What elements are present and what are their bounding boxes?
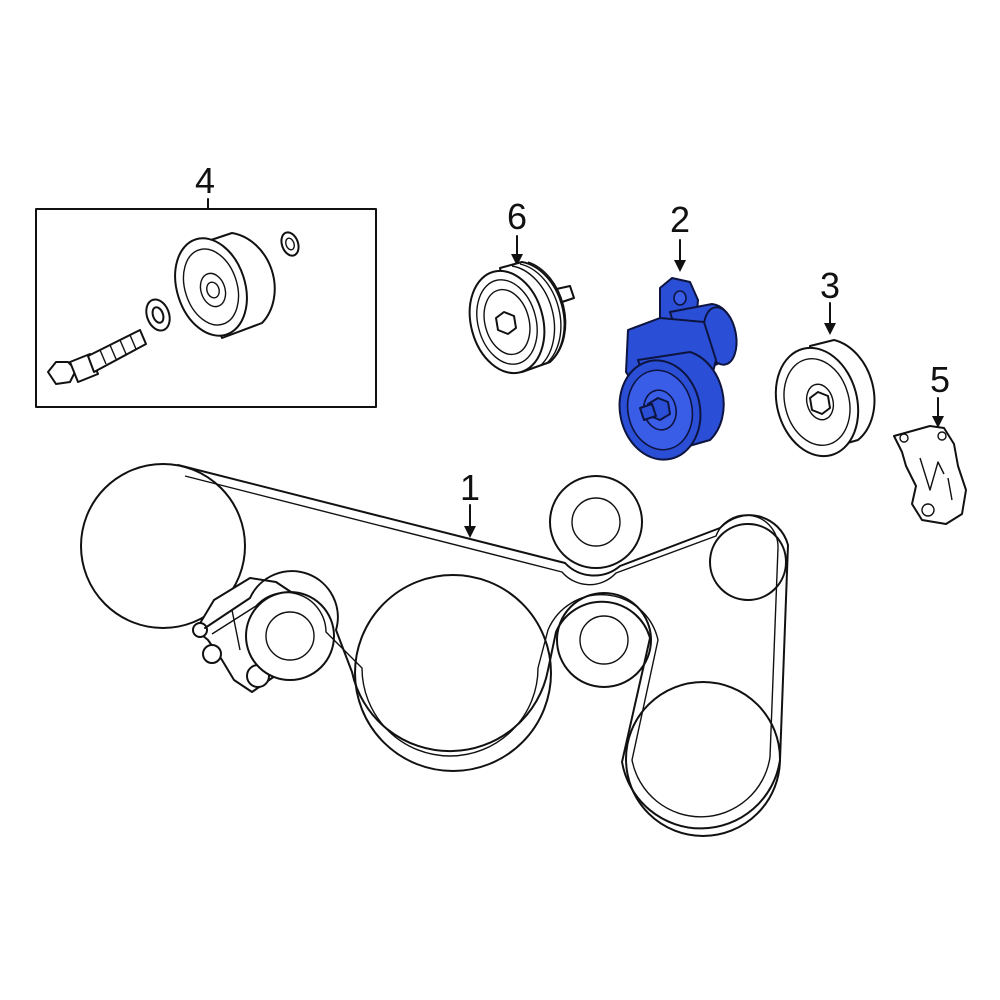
callout-6: 6 — [507, 196, 527, 237]
idler-pulley — [174, 232, 276, 339]
dust-cap — [280, 231, 300, 257]
callout-5: 5 — [930, 359, 950, 400]
large-center-pulley — [354, 574, 552, 772]
callout-1: 1 — [460, 467, 480, 508]
part-3-smooth-pulley[interactable]: 3 — [764, 265, 876, 465]
part-6-grooved-pulley[interactable]: 6 — [459, 196, 575, 382]
kit-box — [35, 208, 377, 408]
tensioner-pulley-ring — [556, 592, 652, 688]
washer — [145, 298, 171, 332]
belt-inner-edge — [184, 475, 779, 818]
part-1-serpentine-belt[interactable]: 1 — [80, 463, 789, 837]
callout-3: 3 — [820, 265, 840, 306]
top-idler-pulley — [549, 475, 643, 569]
callout-2: 2 — [670, 199, 690, 240]
belt-outer-edge — [177, 464, 789, 830]
bolt — [47, 329, 147, 385]
crank-upper-left-pulley — [80, 463, 246, 629]
part-4-idler-pulley-kit[interactable]: 4 — [35, 160, 377, 408]
part-5-bracket[interactable]: 5 — [893, 359, 967, 525]
callout-4: 4 — [195, 160, 215, 201]
right-small-pulley — [709, 523, 787, 601]
belt-tensioner-assembly — [192, 577, 335, 693]
bottom-right-pulley — [625, 681, 781, 837]
part-2-belt-tensioner[interactable]: 2 — [610, 199, 740, 467]
